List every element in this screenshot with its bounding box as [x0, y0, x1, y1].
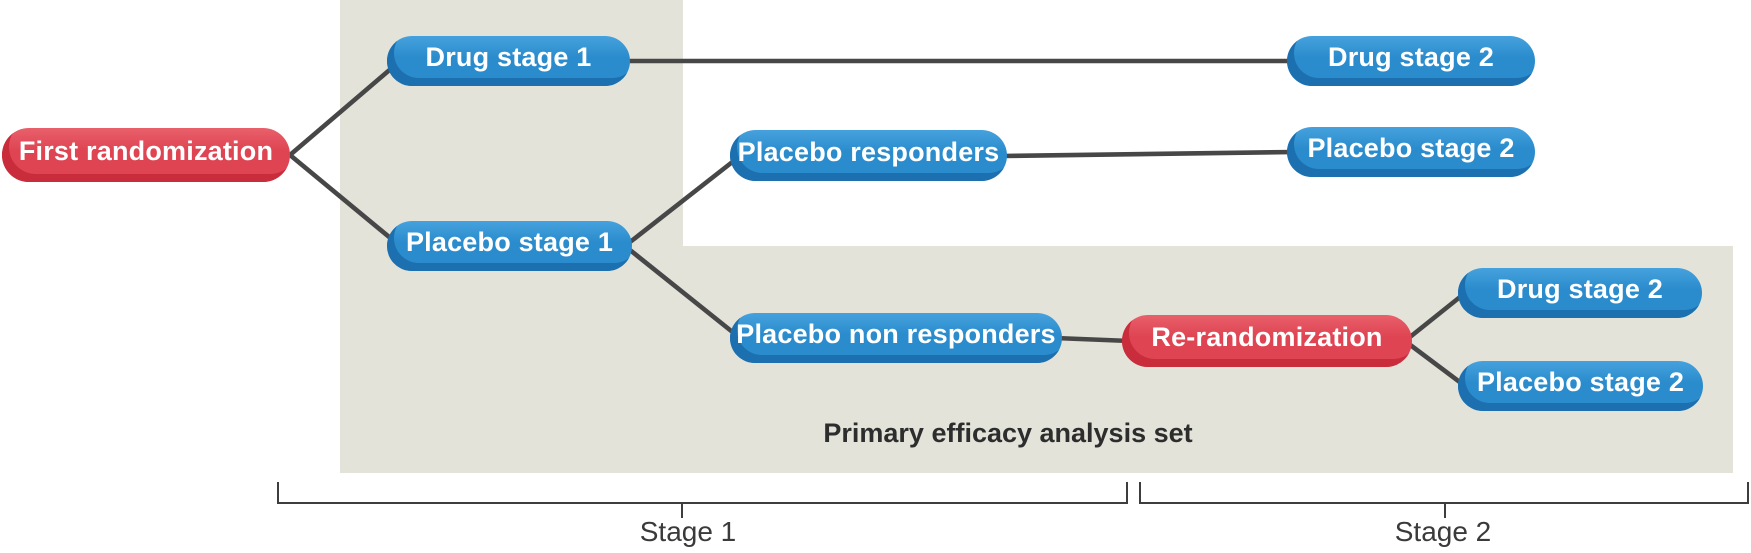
region-caption: Primary efficacy analysis set [823, 418, 1193, 448]
edge-responders-to-placebo2 [997, 149, 1298, 159]
stage1-bracket [277, 482, 1128, 504]
node-first-randomization: First randomization [2, 128, 290, 182]
node-re-randomization: Re-randomization [1122, 315, 1412, 367]
node-placebo-responders: Placebo responders [730, 130, 1007, 181]
node-placebo-stage-1: Placebo stage 1 [387, 221, 632, 271]
edge-rerandomization-to-drug2 [1402, 290, 1468, 344]
node-placebo-stage-2-bottom: Placebo stage 2 [1458, 361, 1703, 411]
stage2-bracket [1139, 482, 1749, 504]
node-placebo-non-responders: Placebo non responders [730, 313, 1062, 363]
edge-rerandomization-to-placebo2 [1402, 338, 1468, 389]
node-drug-stage-2-bottom: Drug stage 2 [1458, 268, 1702, 318]
stage2-label: Stage 2 [1394, 516, 1492, 547]
node-drug-stage-1: Drug stage 1 [387, 36, 630, 86]
edge-first-to-drug1 [287, 58, 403, 158]
node-placebo-stage-2-top: Placebo stage 2 [1287, 127, 1535, 177]
edge-nonresponders-to-rerandomization [1052, 335, 1133, 344]
edge-placebo1-to-responders [622, 153, 743, 249]
node-drug-stage-2-top: Drug stage 2 [1287, 36, 1535, 86]
edge-first-to-placebo1 [287, 152, 403, 249]
stage1-label: Stage 1 [639, 516, 737, 547]
edge-placebo1-to-nonresponders [622, 243, 743, 341]
